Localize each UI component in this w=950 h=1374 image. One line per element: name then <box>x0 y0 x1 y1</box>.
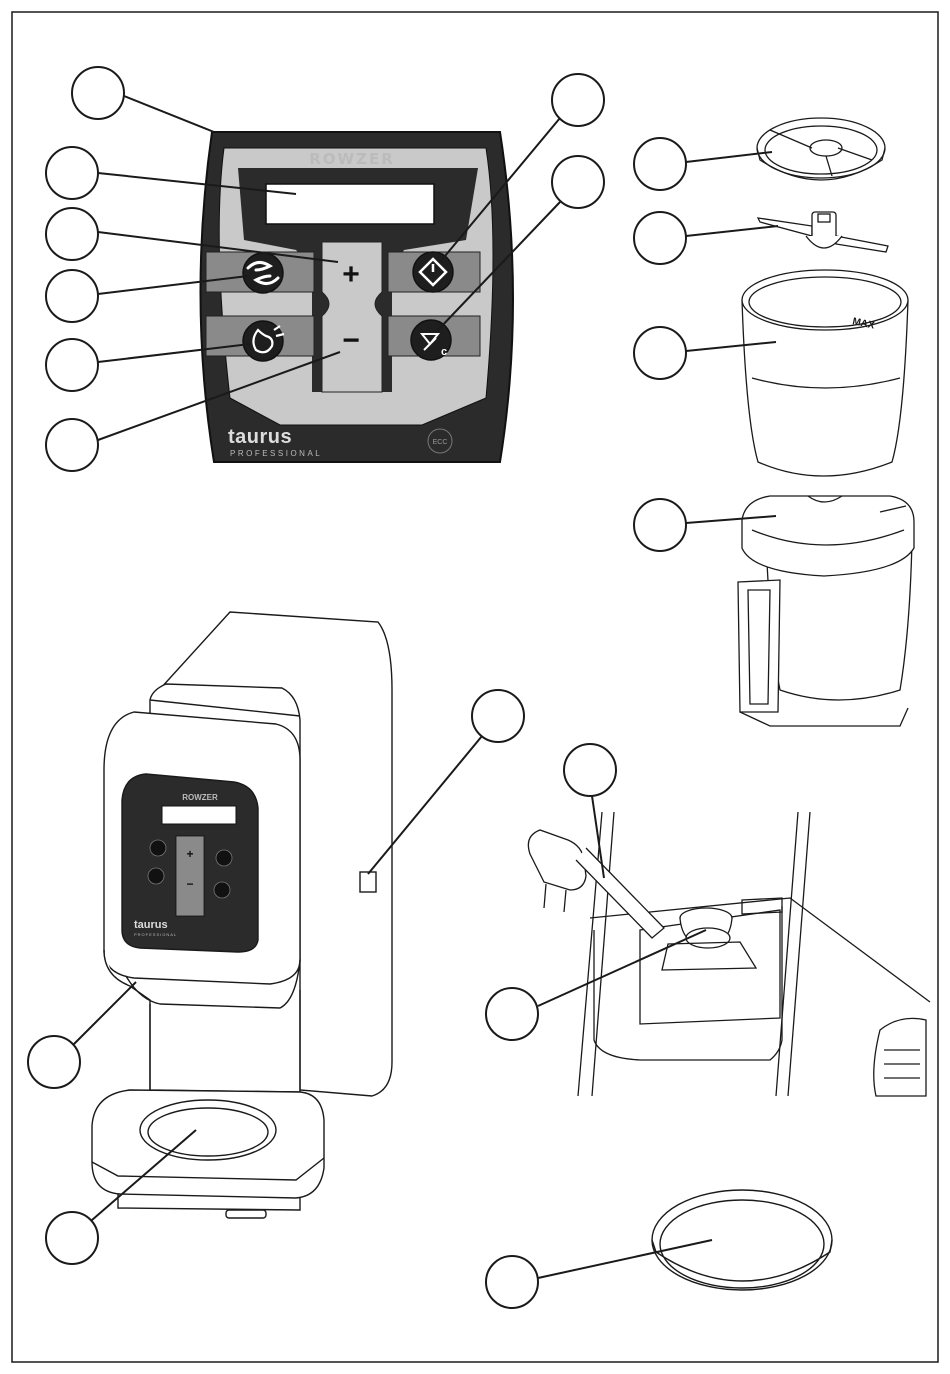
callout-circle <box>46 208 98 260</box>
callout-circle <box>28 1036 80 1088</box>
svg-text:−: − <box>186 877 193 891</box>
rear-detail <box>528 812 930 1096</box>
panel-maker-logo: taurus <box>228 426 292 448</box>
machine-display <box>162 806 236 824</box>
panel-maker-sub: PROFESSIONAL <box>230 449 322 458</box>
callout-circle <box>634 138 686 190</box>
machine: ROWZER + − taurus PROFESSIONAL <box>92 612 392 1218</box>
callout-circle <box>564 744 616 796</box>
machine-brand-name: ROWZER <box>182 793 218 802</box>
plus-button[interactable]: + <box>342 258 360 291</box>
callout-circle <box>46 270 98 322</box>
callout-circle <box>634 327 686 379</box>
callout-circle <box>46 147 98 199</box>
accessory-callouts <box>634 138 778 551</box>
display-screen <box>266 184 434 224</box>
cancel-label: c <box>441 346 447 358</box>
callout-circle <box>46 419 98 471</box>
inner-jar: MAX <box>742 270 908 476</box>
ecc-badge: ECC <box>433 439 448 446</box>
callout-circle <box>72 67 124 119</box>
outer-jug <box>738 496 914 726</box>
panel-brand-name: ROWZER <box>309 150 395 168</box>
minus-button[interactable]: − <box>342 324 360 357</box>
callout-circle <box>634 212 686 264</box>
plus-label: + <box>342 258 360 291</box>
machine-maker-sub: PROFESSIONAL <box>134 932 177 937</box>
callout-circle <box>486 1256 538 1308</box>
machine-maker-logo: taurus <box>134 919 168 931</box>
callout-circle <box>634 499 686 551</box>
blade <box>758 212 888 252</box>
callout-circle <box>46 1212 98 1264</box>
minus-label: − <box>342 324 360 357</box>
callout-circle <box>552 156 604 208</box>
power-switch[interactable] <box>360 872 376 892</box>
filter-ring <box>652 1190 832 1290</box>
callout-circle <box>46 339 98 391</box>
mix-button[interactable] <box>243 253 283 293</box>
cancel-button[interactable]: c <box>411 320 451 360</box>
svg-text:+: + <box>186 847 193 861</box>
callout-circle <box>472 690 524 742</box>
rear-callouts <box>486 744 706 1040</box>
lid <box>757 118 885 180</box>
start-button[interactable] <box>413 252 453 292</box>
heat-button[interactable] <box>243 321 284 361</box>
control-panel: ROWZER + − c taurus PROFESSIONAL ECC <box>200 132 513 462</box>
callout-circle <box>486 988 538 1040</box>
